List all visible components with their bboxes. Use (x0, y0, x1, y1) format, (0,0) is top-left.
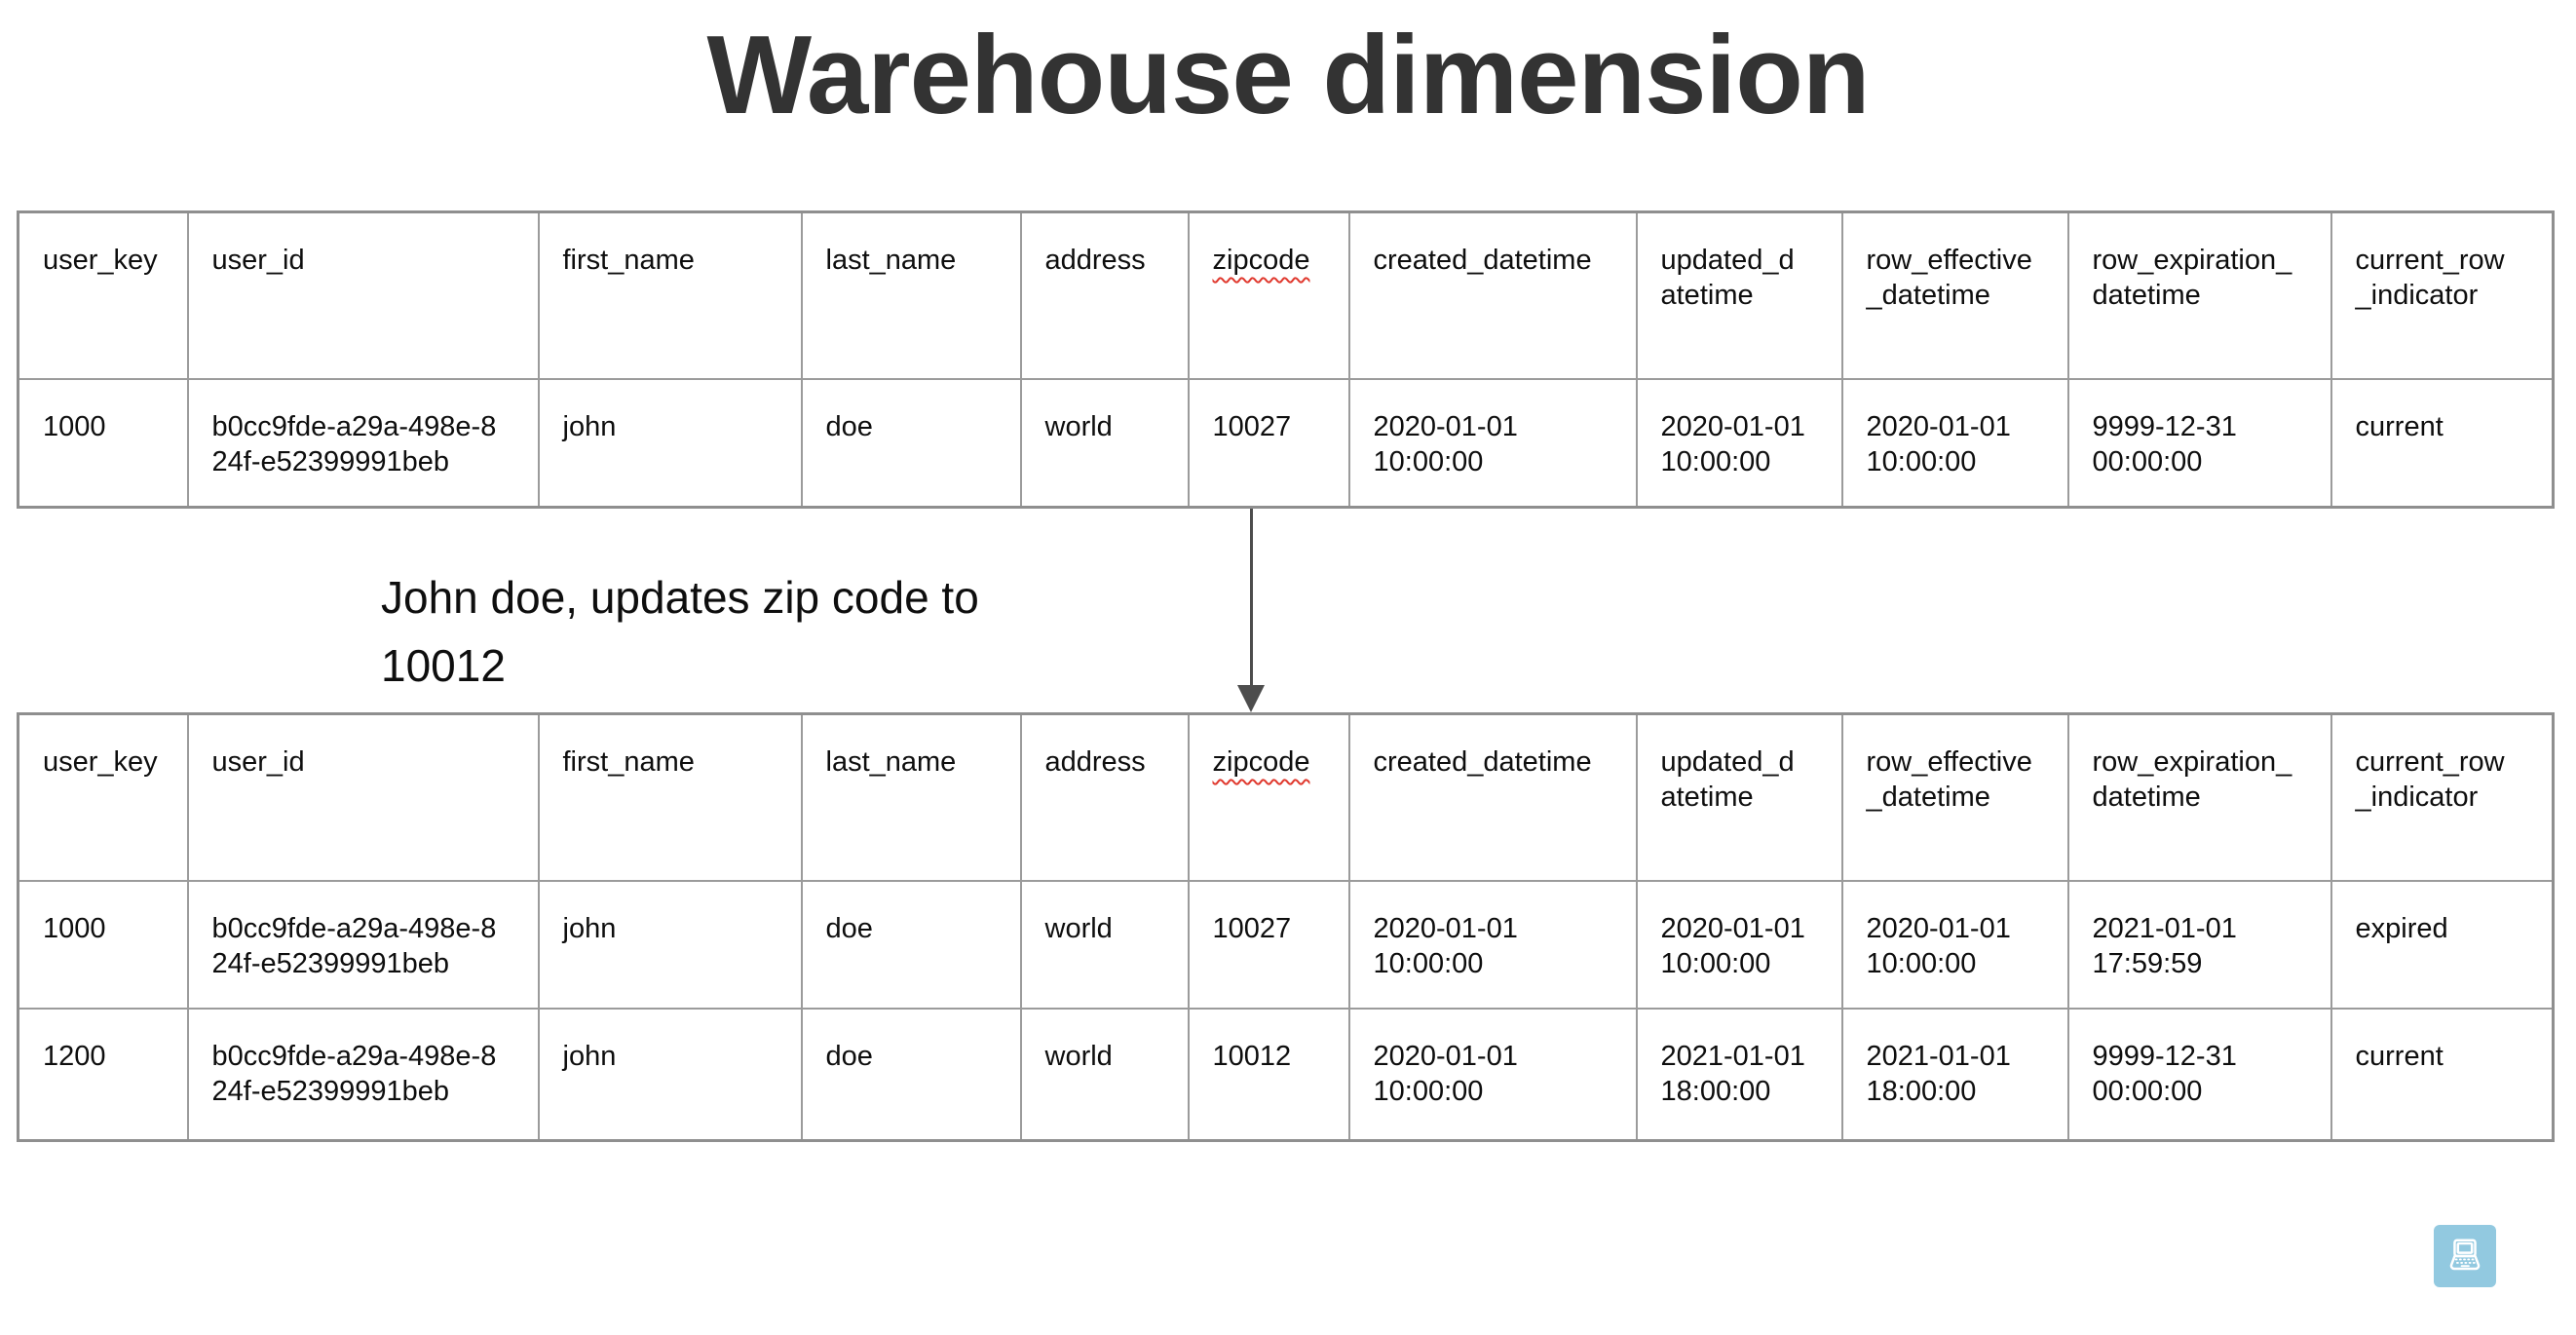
column-header-last-name: last_name (800, 712, 1022, 882)
table-cell: 10027 (1187, 879, 1350, 1010)
column-header-label: address (1044, 245, 1146, 276)
update-annotation-text: John doe, updates zip code to 10012 (381, 572, 979, 691)
table-cell: 2021-01-01 18:00:00 (1840, 1007, 2069, 1142)
down-arrow-line (1250, 509, 1253, 689)
table-cell: 1200 (17, 1007, 189, 1142)
column-header-label: current_row _indicator (2355, 245, 2505, 311)
table-cell: 1000 (17, 879, 189, 1010)
table-cell: b0cc9fde-a29a-498e-8 24f-e52399991beb (186, 1007, 540, 1142)
column-header-label: last_name (825, 746, 957, 778)
column-header-label: row_effective _datetime (1866, 746, 2032, 813)
header-row: user_key user_id first_name last_name addres… (17, 712, 2555, 882)
warehouse-dimension-table-before: user_key user_id first_name last_name addres… (17, 210, 2555, 509)
table-cell: current (2330, 377, 2555, 509)
laptop-icon-badge (2434, 1225, 2496, 1287)
table-cell: world (1019, 377, 1190, 509)
column-header-address: address (1019, 712, 1190, 882)
column-header-label: zipcode (1212, 245, 1310, 276)
table-cell: current (2330, 1007, 2555, 1142)
column-header-label: user_key (43, 245, 158, 276)
table-cell: doe (800, 377, 1022, 509)
table-cell: 2020-01-01 10:00:00 (1347, 879, 1638, 1010)
column-header-row-effective-datetime: row_effective _datetime (1840, 712, 2069, 882)
table-cell: 2021-01-01 17:59:59 (2066, 879, 2332, 1010)
down-arrow-head-icon (1237, 685, 1265, 712)
table-cell: john (537, 377, 803, 509)
column-header-label: user_id (211, 245, 305, 276)
column-header-label: updated_d atetime (1660, 746, 1795, 813)
column-header-label: current_row _indicator (2355, 746, 2505, 813)
table-cell: 2020-01-01 10:00:00 (1840, 879, 2069, 1010)
column-header-label: row_effective _datetime (1866, 245, 2032, 311)
column-header-current-row-indicator: current_row _indicator (2330, 712, 2555, 882)
column-header-label: address (1044, 746, 1146, 778)
column-header-last-name: last_name (800, 210, 1022, 380)
column-header-label: created_datetime (1373, 746, 1592, 778)
column-header-zipcode: zipcode (1187, 210, 1350, 380)
column-header-label: user_key (43, 746, 158, 778)
laptop-icon (2449, 1239, 2481, 1271)
column-header-user-id: user_id (186, 712, 540, 882)
table-cell: john (537, 879, 803, 1010)
column-header-row-expiration-datetime: row_expiration_ datetime (2066, 210, 2332, 380)
table-cell: 2020-01-01 10:00:00 (1347, 377, 1638, 509)
table-cell: world (1019, 1007, 1190, 1142)
column-header-user-key: user_key (17, 210, 189, 380)
column-header-label: created_datetime (1373, 245, 1592, 276)
table-cell: doe (800, 879, 1022, 1010)
table-cell: 2020-01-01 10:00:00 (1347, 1007, 1638, 1142)
column-header-label: updated_d atetime (1660, 245, 1795, 311)
table-cell: world (1019, 879, 1190, 1010)
table-cell: 2020-01-01 10:00:00 (1635, 377, 1843, 509)
column-header-label: zipcode (1212, 746, 1310, 778)
column-header-label: user_id (211, 746, 305, 778)
warehouse-dimension-table-after: user_key user_id first_name last_name addres… (17, 712, 2555, 1142)
header-row: user_key user_id first_name last_name addres… (17, 210, 2555, 380)
table-cell: 9999-12-31 00:00:00 (2066, 1007, 2332, 1142)
table-cell: 2020-01-01 10:00:00 (1635, 879, 1843, 1010)
column-header-user-id: user_id (186, 210, 540, 380)
column-header-updated-datetime: updated_d atetime (1635, 210, 1843, 380)
column-header-current-row-indicator: current_row _indicator (2330, 210, 2555, 380)
column-header-first-name: first_name (537, 210, 803, 380)
column-header-created-datetime: created_datetime (1347, 210, 1638, 380)
column-header-user-key: user_key (17, 712, 189, 882)
column-header-label: last_name (825, 245, 957, 276)
table-cell: b0cc9fde-a29a-498e-8 24f-e52399991beb (186, 377, 540, 509)
column-header-first-name: first_name (537, 712, 803, 882)
table-cell: b0cc9fde-a29a-498e-8 24f-e52399991beb (186, 879, 540, 1010)
column-header-label: first_name (562, 245, 695, 276)
table-cell: 2021-01-01 18:00:00 (1635, 1007, 1843, 1142)
column-header-updated-datetime: updated_d atetime (1635, 712, 1843, 882)
column-header-zipcode: zipcode (1187, 712, 1350, 882)
table-cell: john (537, 1007, 803, 1142)
table-cell: 10027 (1187, 377, 1350, 509)
table-cell: 10012 (1187, 1007, 1350, 1142)
column-header-label: row_expiration_ datetime (2092, 746, 2292, 813)
column-header-address: address (1019, 210, 1190, 380)
table-cell: 1000 (17, 377, 189, 509)
column-header-label: first_name (562, 746, 695, 778)
table-cell: doe (800, 1007, 1022, 1142)
page-title: Warehouse dimension (706, 14, 1871, 137)
column-header-created-datetime: created_datetime (1347, 712, 1638, 882)
column-header-label: row_expiration_ datetime (2092, 245, 2292, 311)
table-cell: 9999-12-31 00:00:00 (2066, 377, 2332, 509)
table-cell: 2020-01-01 10:00:00 (1840, 377, 2069, 509)
column-header-row-expiration-datetime: row_expiration_ datetime (2066, 712, 2332, 882)
table-cell: expired (2330, 879, 2555, 1010)
column-header-row-effective-datetime: row_effective _datetime (1840, 210, 2069, 380)
